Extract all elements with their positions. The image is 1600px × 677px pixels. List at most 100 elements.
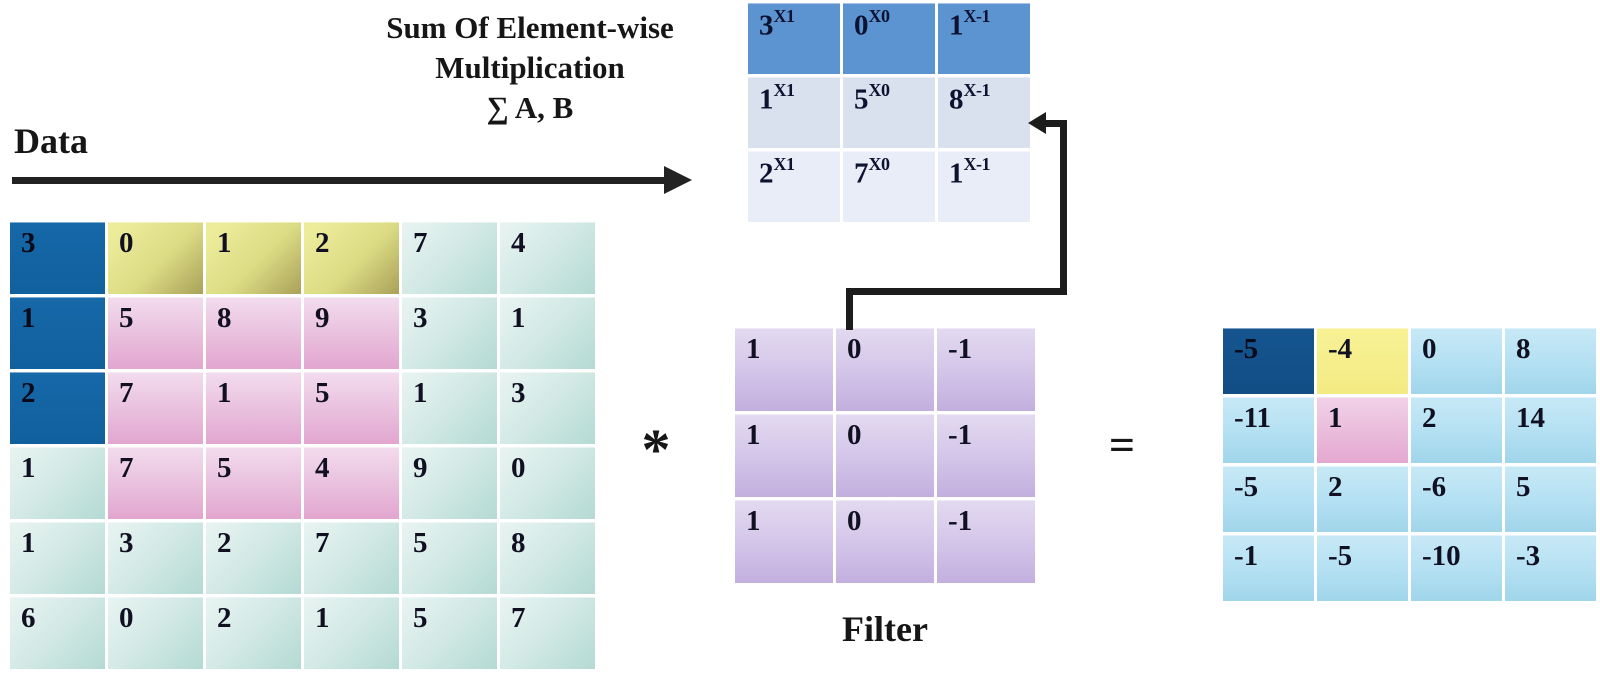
- cell-value: 5: [854, 83, 869, 116]
- elbow-arrow-segment-vertical-right: [1060, 120, 1067, 295]
- matrix-cell: 3: [108, 522, 203, 594]
- matrix-cell: 7X0: [843, 151, 935, 222]
- matrix-cell: -1: [937, 328, 1035, 411]
- matrix-cell: 5: [304, 372, 399, 444]
- matrix-cell: 9: [402, 447, 497, 519]
- data-flow-arrow-head-icon: [664, 166, 692, 194]
- matrix-cell: 0: [836, 414, 934, 497]
- matrix-cell: 8X-1: [938, 77, 1030, 148]
- matrix-cell: 3: [402, 297, 497, 369]
- matrix-cell: 7: [108, 447, 203, 519]
- cell-value: 1: [949, 157, 964, 190]
- matrix-cell: 3: [500, 372, 595, 444]
- cell-value: 0: [854, 9, 869, 42]
- matrix-cell: -3: [1505, 535, 1596, 601]
- matrix-cell: 14: [1505, 397, 1596, 463]
- matrix-cell: 2X1: [748, 151, 840, 222]
- matrix-cell: 7: [500, 597, 595, 669]
- matrix-cell: 1: [402, 372, 497, 444]
- matrix-cell: 8: [500, 522, 595, 594]
- sum-title-line2: Multiplication: [435, 50, 625, 85]
- matrix-cell: 8: [1505, 328, 1596, 394]
- matrix-cell: 0: [836, 500, 934, 583]
- cell-superscript: X-1: [963, 80, 991, 100]
- filter-label: Filter: [842, 609, 928, 649]
- matrix-cell: 1: [206, 222, 301, 294]
- matrix-cell: 1: [10, 522, 105, 594]
- matrix-cell: -1: [1223, 535, 1314, 601]
- matrix-cell: 3: [10, 222, 105, 294]
- elbow-arrow-segment-horizontal-lower: [846, 288, 1067, 295]
- cell-value: 2: [759, 157, 774, 190]
- matrix-cell: 0: [500, 447, 595, 519]
- matrix-cell: 1: [10, 447, 105, 519]
- cell-value: 1: [759, 83, 774, 116]
- matrix-cell: 4: [500, 222, 595, 294]
- matrix-cell: 3X1: [748, 3, 840, 74]
- matrix-cell: 1X-1: [938, 151, 1030, 222]
- matrix-cell: 5: [1505, 466, 1596, 532]
- matrix-cell: 0: [1411, 328, 1502, 394]
- matrix-cell: 7: [402, 222, 497, 294]
- data-label: Data: [14, 121, 88, 161]
- sum-title-line1: Sum Of Element-wise: [386, 10, 674, 45]
- cell-superscript: X1: [773, 154, 796, 174]
- matrix-cell: 1: [206, 372, 301, 444]
- matrix-cell: 1: [304, 597, 399, 669]
- sum-title-line3: ∑ A, B: [486, 90, 574, 125]
- matrix-cell: -1: [937, 500, 1035, 583]
- matrix-cell: 7: [304, 522, 399, 594]
- matrix-cell: 2: [10, 372, 105, 444]
- matrix-cell: 1: [500, 297, 595, 369]
- matrix-cell: 1: [1317, 397, 1408, 463]
- cell-superscript: X1: [773, 6, 796, 26]
- matrix-cell: 1: [735, 328, 833, 411]
- cell-superscript: X0: [868, 80, 891, 100]
- matrix-cell: 0: [836, 328, 934, 411]
- matrix-cell: 5: [108, 297, 203, 369]
- matrix-cell: 1X1: [748, 77, 840, 148]
- matrix-cell: -6: [1411, 466, 1502, 532]
- matrix-cell: 8: [206, 297, 301, 369]
- matrix-cell: 7: [108, 372, 203, 444]
- matrix-cell: 5: [402, 597, 497, 669]
- elbow-arrow-head-icon: [1028, 112, 1046, 134]
- matrix-cell: -1: [937, 414, 1035, 497]
- cell-value: 3: [759, 9, 774, 42]
- matrix-cell: 2: [206, 522, 301, 594]
- matrix-cell: 9: [304, 297, 399, 369]
- matrix-cell: -5: [1317, 535, 1408, 601]
- equals-operator: =: [1108, 419, 1136, 470]
- cell-superscript: X0: [868, 154, 891, 174]
- cell-superscript: X0: [868, 6, 891, 26]
- matrix-cell: 2: [1317, 466, 1408, 532]
- data-flow-arrow-line: [12, 177, 668, 184]
- matrix-cell: -11: [1223, 397, 1314, 463]
- matrix-cell: 0: [108, 597, 203, 669]
- matrix-cell: 6: [10, 597, 105, 669]
- matrix-cell: 2: [304, 222, 399, 294]
- matrix-cell: 1: [10, 297, 105, 369]
- matrix-cell: 5: [402, 522, 497, 594]
- cell-value: 7: [854, 157, 869, 190]
- matrix-cell: 5: [206, 447, 301, 519]
- matrix-cell: 4: [304, 447, 399, 519]
- cell-value: 8: [949, 83, 964, 116]
- multiply-operator: *: [641, 417, 671, 482]
- cell-superscript: X-1: [963, 154, 991, 174]
- cell-superscript: X-1: [963, 6, 991, 26]
- elbow-arrow-segment-vertical-filter: [846, 288, 853, 330]
- matrix-cell: 1X-1: [938, 3, 1030, 74]
- matrix-cell: -4: [1317, 328, 1408, 394]
- cell-value: 1: [949, 9, 964, 42]
- matrix-cell: 5X0: [843, 77, 935, 148]
- matrix-cell: -5: [1223, 466, 1314, 532]
- matrix-cell: -10: [1411, 535, 1502, 601]
- matrix-cell: 2: [1411, 397, 1502, 463]
- matrix-cell: 1: [735, 500, 833, 583]
- elbow-arrow-segment-horizontal-upper: [1044, 120, 1067, 127]
